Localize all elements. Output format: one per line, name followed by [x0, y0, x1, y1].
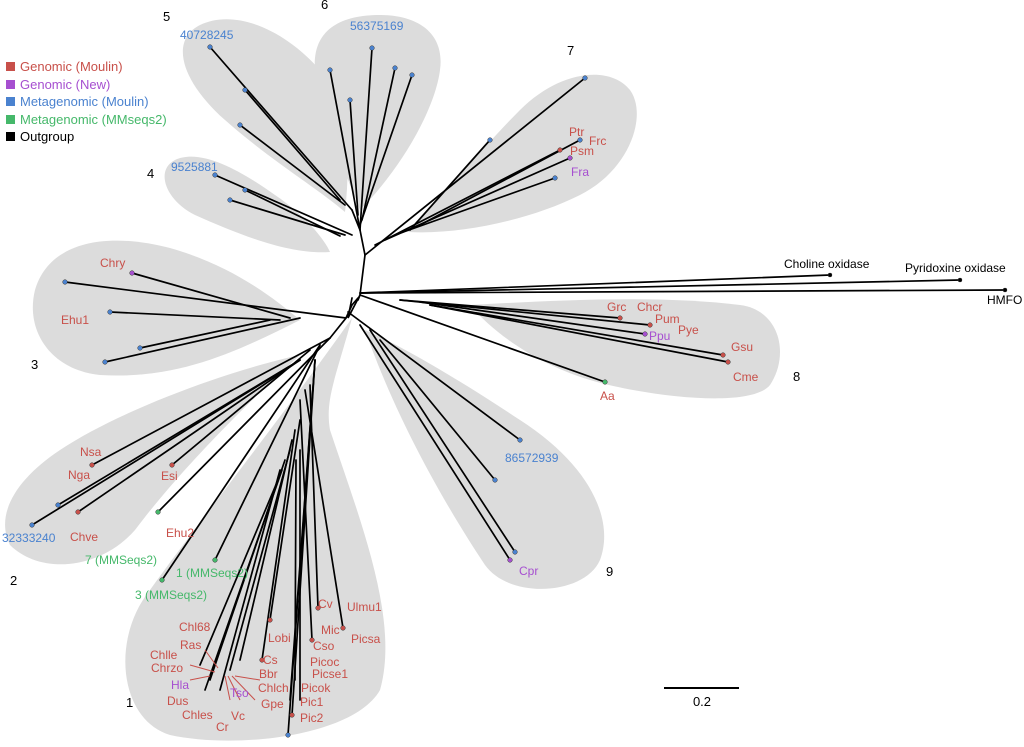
legend-label: Genomic (New) — [20, 76, 111, 92]
clade-number-3: 3 — [31, 357, 38, 372]
clade-number-1: 1 — [126, 695, 133, 710]
taxon-label: Cv — [318, 597, 333, 611]
clade-1-background — [125, 318, 386, 741]
legend-item-outgroup: Outgroup — [6, 128, 167, 146]
taxon-label: Aa — [600, 389, 615, 403]
legend-label: Outgroup — [20, 129, 75, 144]
taxon-label: Picse1 — [312, 667, 348, 681]
taxon-label: Cso — [313, 639, 335, 653]
outgroup-labels: Choline oxidase Pyridoxine oxidase HMFO — [784, 257, 1022, 307]
taxon-label: Ehu1 — [61, 313, 89, 327]
taxon-label: Chlch — [258, 681, 289, 695]
taxon-label: Vc — [231, 709, 245, 723]
taxon-label: Frc — [589, 134, 606, 148]
taxon-label: 40728245 — [180, 28, 234, 42]
taxon-label: Chve — [70, 530, 98, 544]
taxon-label: Cme — [733, 370, 759, 384]
taxon-label: 9525881 — [171, 160, 218, 174]
legend-item-metagenomic-moulin: Metagenomic (Moulin) — [6, 93, 167, 111]
taxon-label: Chlle — [150, 648, 178, 662]
clade-8-background — [470, 299, 780, 399]
outgroup-label-pyridoxine: Pyridoxine oxidase — [905, 261, 1006, 275]
tree-branches — [31, 46, 1006, 736]
clade-7-background — [408, 74, 637, 233]
taxon-label: Pic2 — [300, 711, 324, 725]
clade-3-background — [32, 240, 300, 376]
clade-number-5: 5 — [163, 9, 170, 24]
outgroup-label-choline: Choline oxidase — [784, 257, 870, 271]
taxon-label: Chrzo — [151, 661, 183, 675]
taxon-label: Cs — [263, 653, 278, 667]
outgroup-label-hmfo: HMFO — [987, 293, 1022, 307]
clade-6-background — [314, 15, 441, 210]
legend-item-metagenomic-mmseqs2: Metagenomic (MMseqs2) — [6, 111, 167, 129]
scale-bar: 0.2 — [664, 687, 739, 709]
taxon-label: Pye — [678, 323, 699, 337]
taxon-label: Nsa — [80, 445, 102, 459]
taxon-label: Lobi — [268, 631, 291, 645]
clade-5-background — [182, 19, 348, 212]
taxon-label: Picok — [301, 681, 331, 695]
taxon-labels: Grc Chcr Pum Pye Gsu Cme Aa Ppu 86572939… — [2, 19, 759, 734]
taxon-label: Gpe — [261, 697, 284, 711]
legend-swatch — [6, 62, 15, 72]
clade-number-7: 7 — [567, 43, 574, 58]
clade-number-6: 6 — [321, 0, 328, 12]
legend-label: Metagenomic (MMseqs2) — [20, 111, 167, 127]
taxon-label: Cr — [216, 720, 229, 734]
taxon-label: Tso — [230, 686, 249, 700]
taxon-label: Gsu — [731, 340, 753, 354]
legend-label: Metagenomic (Moulin) — [20, 94, 149, 109]
taxon-label: Pic1 — [300, 695, 324, 709]
legend-item-genomic-moulin: Genomic (Moulin) — [6, 58, 167, 76]
taxon-label: 56375169 — [350, 19, 404, 33]
taxon-label: Fra — [571, 165, 589, 179]
legend-swatch — [6, 114, 15, 124]
taxon-label: 32333240 — [2, 531, 56, 545]
taxon-label: Psm — [570, 144, 594, 158]
legend-swatch — [6, 79, 15, 89]
taxon-label: Nga — [68, 468, 90, 482]
taxon-label: Dus — [167, 694, 188, 708]
taxon-label: Ppu — [649, 329, 670, 343]
taxon-label: 3 (MMSeqs2) — [135, 588, 207, 602]
taxon-label: Chry — [100, 256, 125, 270]
clade-numbers: 1 2 3 4 5 6 7 8 9 — [10, 0, 800, 710]
tip-markers — [29, 44, 1008, 738]
taxon-label: 7 (MMSeqs2) — [85, 553, 157, 567]
taxon-label: Ras — [180, 638, 201, 652]
taxon-label: 1 (MMSeqs2) — [176, 566, 248, 580]
legend-swatch — [6, 97, 15, 107]
taxon-label: 86572939 — [505, 451, 559, 465]
taxon-label: Ehu2 — [166, 526, 194, 540]
taxon-label: Bbr — [259, 667, 278, 681]
label-leaders — [189, 649, 261, 701]
taxon-label: Cpr — [519, 564, 538, 578]
legend-label: Genomic (Moulin) — [20, 59, 123, 74]
taxon-label: Pum — [655, 312, 680, 326]
taxon-label: Chles — [182, 708, 213, 722]
clade-number-2: 2 — [10, 573, 17, 588]
taxon-label: Mic — [321, 623, 340, 637]
taxon-label: Chcr — [637, 300, 662, 314]
taxon-label: Ulmu1 — [347, 600, 382, 614]
scale-bar-label: 0.2 — [693, 694, 711, 709]
legend-swatch — [6, 132, 15, 142]
taxon-label: Ptr — [569, 125, 584, 139]
taxon-label: Grc — [607, 300, 626, 314]
taxon-label: Picoc — [310, 655, 339, 669]
clade-number-8: 8 — [793, 369, 800, 384]
taxon-label: Esi — [161, 469, 178, 483]
clade-number-9: 9 — [606, 564, 613, 579]
legend: Genomic (Moulin) Genomic (New) Metagenom… — [6, 58, 167, 146]
clade-number-4: 4 — [147, 166, 154, 181]
taxon-label: Chl68 — [179, 620, 211, 634]
taxon-label: Hla — [171, 678, 189, 692]
legend-item-genomic-new: Genomic (New) — [6, 76, 167, 94]
taxon-label: Picsa — [351, 632, 381, 646]
